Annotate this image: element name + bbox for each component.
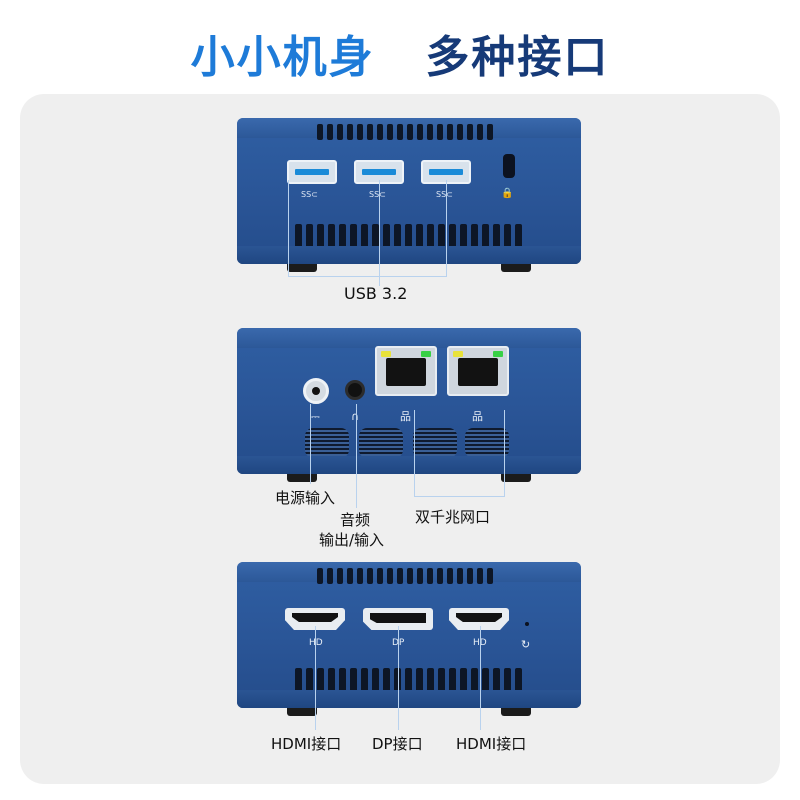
device-lid (237, 328, 581, 348)
displayport-port (363, 608, 433, 630)
device-base (237, 456, 581, 474)
callout-line (310, 404, 311, 484)
device-foot-left (287, 708, 317, 716)
hdmi-label-2: HDMI接口 (456, 735, 527, 753)
power-button-icon: ↻ (521, 638, 531, 651)
lan-led-green (493, 351, 503, 357)
hdmi-mark-2: HD (473, 638, 487, 648)
title-part-1: 小小机身 (190, 32, 375, 83)
device-foot-right (501, 264, 531, 272)
lan-led-yellow (453, 351, 463, 357)
network-icon: 品 (472, 410, 483, 423)
callout-line (315, 626, 316, 730)
usb-ss-mark-3: SS⊂ (436, 190, 453, 199)
page-title: 小小机身 多种接口 (0, 28, 800, 88)
callout-line (446, 180, 447, 276)
lan-port-opening (458, 358, 498, 386)
back-view-device: ⎓ ∩ 品 品 (237, 328, 581, 482)
hdmi-label-1: HDMI接口 (271, 735, 342, 753)
audio-label-line-2: 输出/输入 (319, 531, 385, 549)
top-vent (317, 568, 493, 584)
device-foot-left (287, 474, 317, 482)
audio-label-line-1: 音频 (340, 511, 371, 529)
usb-ss-mark-1: SS⊂ (301, 190, 318, 199)
callout-line (414, 410, 415, 496)
lan-led-green (421, 351, 431, 357)
side-view-device: HD DP HD ↻ (237, 562, 581, 716)
headphone-icon: ∩ (351, 410, 359, 423)
device-foot-right (501, 474, 531, 482)
rear-vent-4 (465, 428, 509, 458)
rear-vent-2 (359, 428, 403, 458)
power-icon: ⎓ (311, 410, 320, 423)
lan-port-opening (386, 358, 426, 386)
rear-vent-1 (305, 428, 349, 458)
callout-line (288, 180, 289, 276)
device-foot-right (501, 708, 531, 716)
callout-line (356, 404, 357, 508)
usb-label: USB 3.2 (344, 284, 408, 303)
callout-line (414, 496, 505, 497)
callout-line (379, 276, 380, 286)
power-label: 电源输入 (275, 489, 336, 507)
front-view-device: SS⊂ SS⊂ SS⊂ 🔒 (237, 118, 581, 272)
network-icon: 品 (400, 410, 411, 423)
kensington-lock-slot (503, 154, 515, 178)
dp-label: DP接口 (372, 735, 423, 753)
callout-line (288, 276, 447, 277)
callout-line (480, 626, 481, 730)
top-vent (317, 124, 493, 140)
usb-ss-mark-2: SS⊂ (369, 190, 386, 199)
device-foot-left (287, 264, 317, 272)
hdmi-port-2 (449, 608, 509, 630)
callout-line (379, 180, 380, 276)
bottom-vent (295, 224, 522, 250)
lan-label: 双千兆网口 (415, 508, 491, 526)
lock-icon: 🔒 (501, 188, 514, 199)
lan-port-2 (447, 346, 509, 396)
title-part-2: 多种接口 (425, 32, 610, 83)
audio-jack (345, 380, 365, 400)
usb-port-1 (287, 160, 337, 184)
callout-line (504, 410, 505, 496)
bottom-vent (295, 668, 522, 694)
lan-port-1 (375, 346, 437, 396)
device-base (237, 690, 581, 708)
power-led-dot (525, 622, 529, 626)
device-base (237, 246, 581, 264)
hdmi-port-1 (285, 608, 345, 630)
rear-vent-3 (413, 428, 457, 458)
callout-line (398, 626, 399, 730)
lan-led-yellow (381, 351, 391, 357)
power-input-jack-center (312, 387, 320, 395)
